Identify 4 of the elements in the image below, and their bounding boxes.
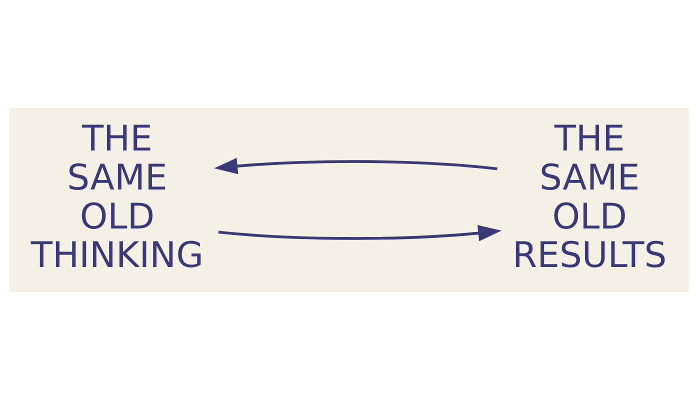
node-text: THE SAME OLD THINKING	[30, 118, 204, 276]
arrow	[214, 158, 498, 174]
arrow	[218, 225, 502, 242]
node-text: THE SAME OLD RESULTS	[512, 118, 667, 276]
